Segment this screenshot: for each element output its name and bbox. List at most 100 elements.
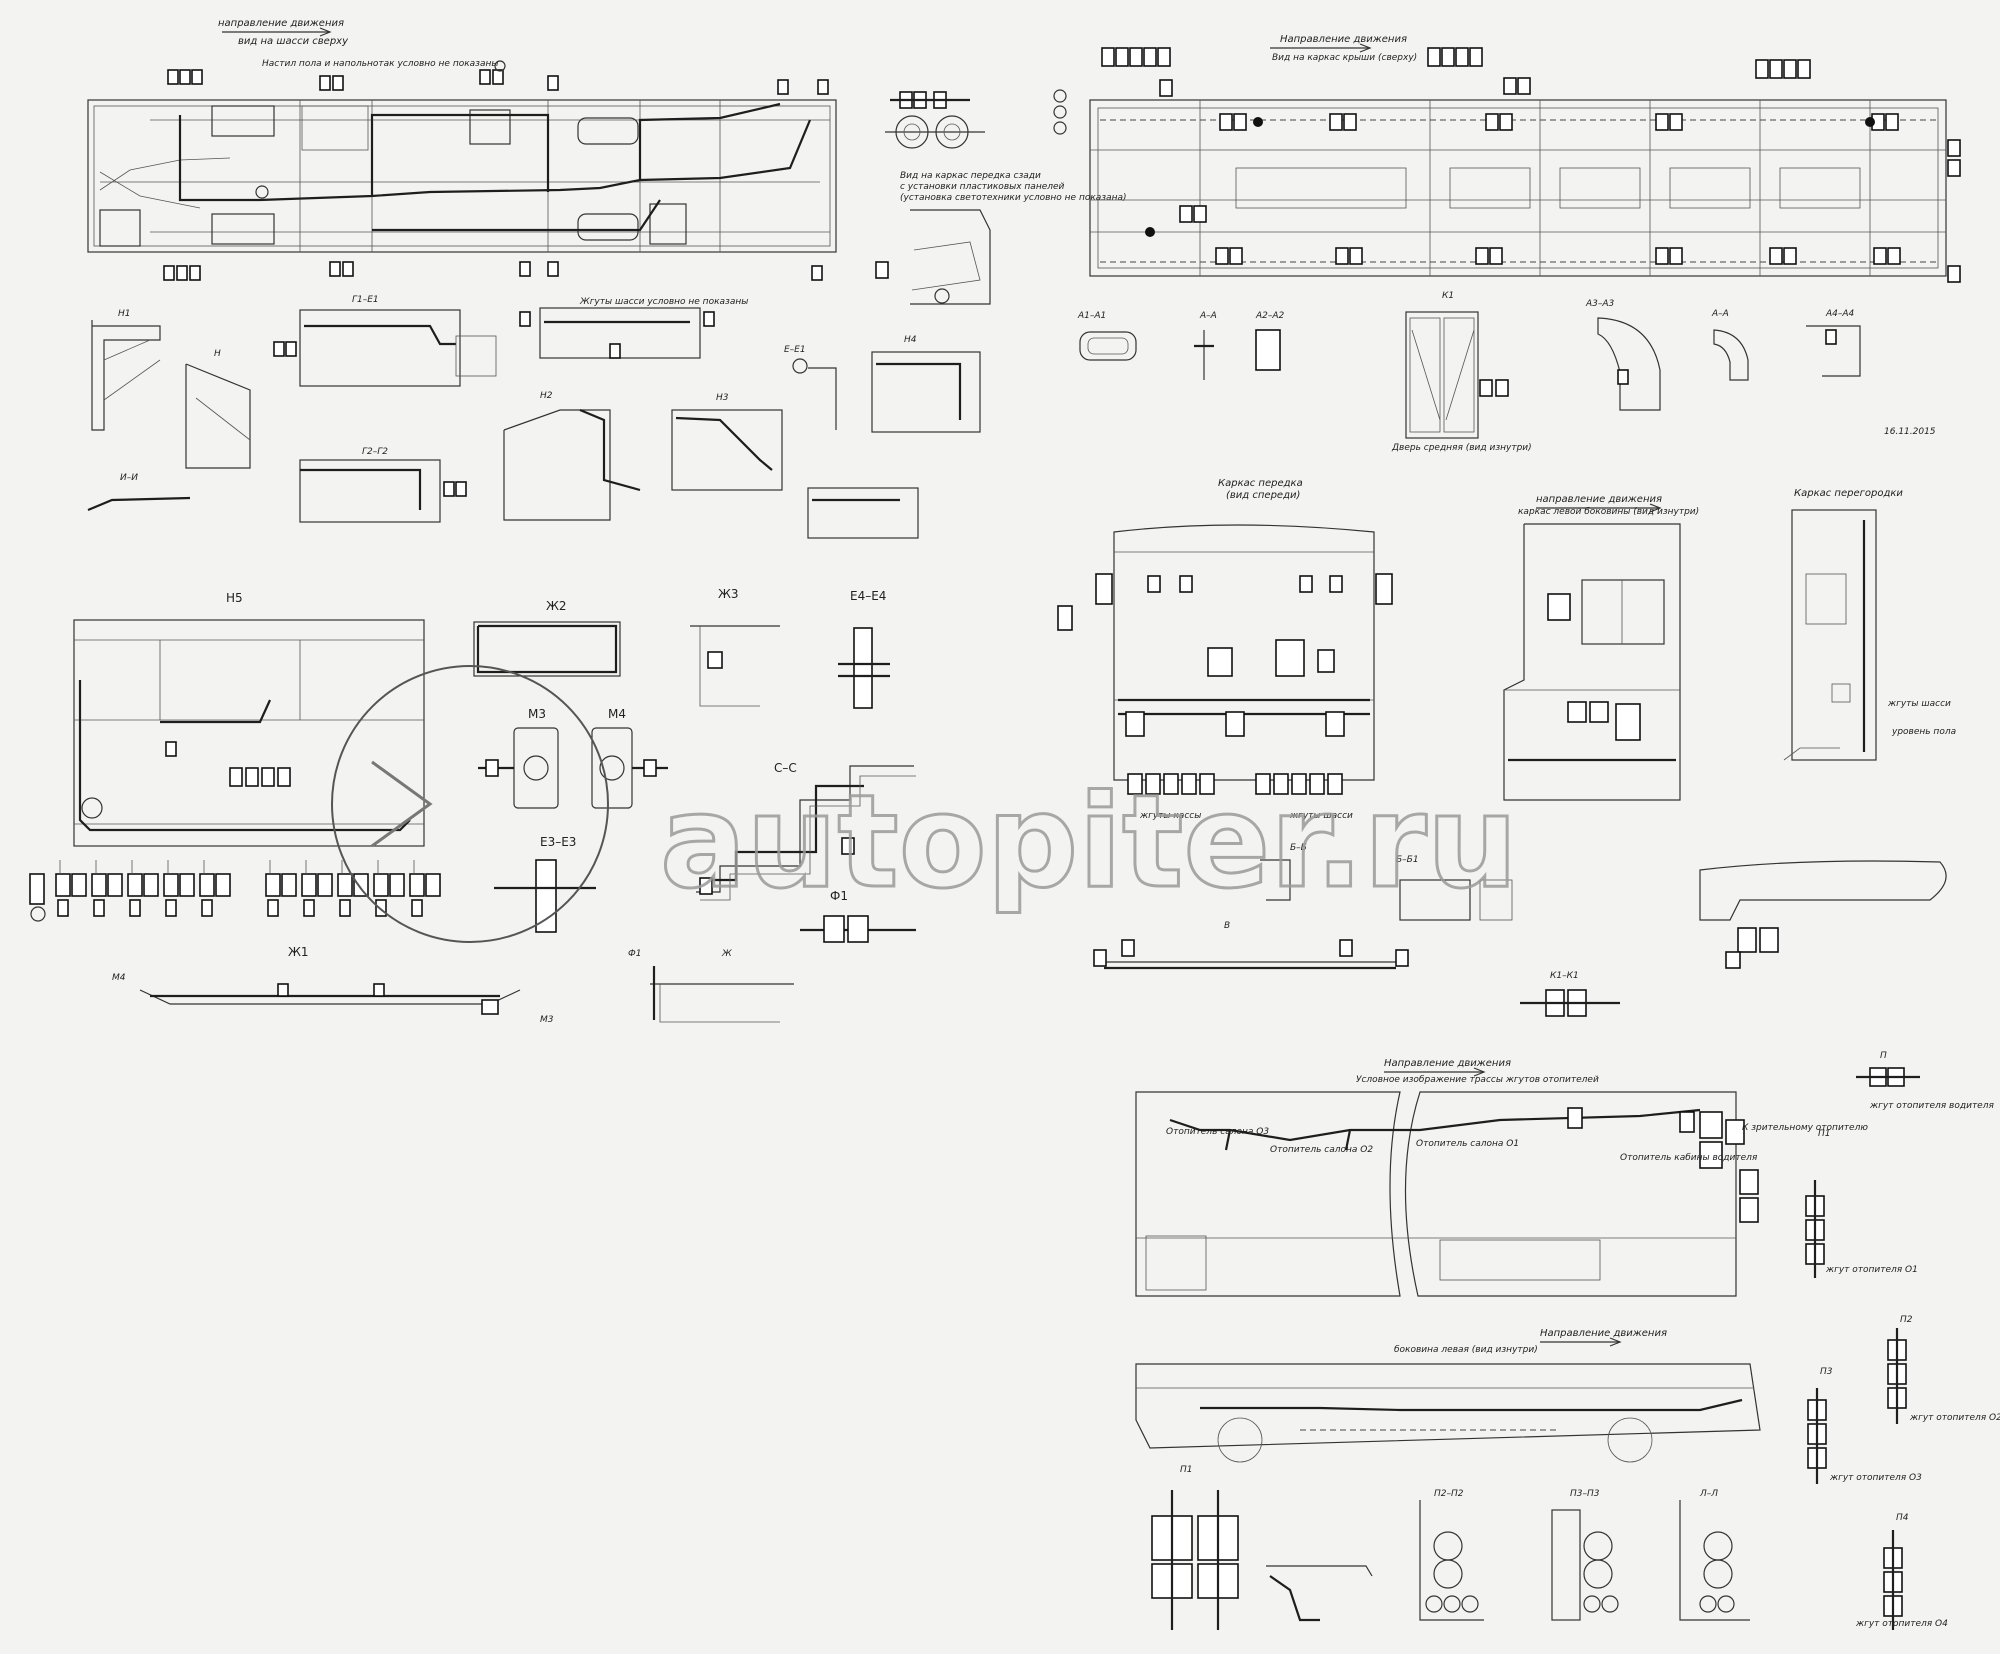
- group-p4: П4: [1896, 1513, 1909, 1523]
- label-bb1: Б–Б1: [1396, 855, 1419, 865]
- caption-o1: жгут отопителя О1: [1825, 1265, 1918, 1275]
- heater-harness-groups: П жгут отопителя водителя П1 жгут отопит…: [1805, 1051, 2000, 1630]
- svg-text:Н: Н: [214, 349, 221, 359]
- detail-zh2-zh3: Ж2 Ж3 Е4–Е4: [473, 587, 890, 709]
- sec-k1: К1: [1442, 291, 1454, 301]
- mid-right-details: Б–Б Б–Б1 В К1–К1: [1093, 843, 1947, 1017]
- detail-views-left: Н1 Н Г1–Е1 Жгуты шасси условно не показа…: [87, 295, 981, 539]
- heater-direction: Направление движения: [1384, 1058, 1511, 1069]
- roof-view-title: Вид на каркас крыши (сверху): [1272, 53, 1417, 63]
- label-e3e3: Е3–Е3: [540, 835, 576, 849]
- caption-o3: жгут отопителя О3: [1829, 1473, 1922, 1483]
- svg-text:Н4: Н4: [904, 335, 917, 345]
- section-cc: С–С: [696, 761, 916, 901]
- left-view-title: каркас левой боковины (вид изнутри): [1518, 507, 1699, 517]
- label-m4: М4: [608, 707, 626, 721]
- label-k1k1: К1–К1: [1550, 971, 1579, 981]
- group-p1: П1: [1818, 1129, 1831, 1139]
- label-h5: Н5: [226, 591, 243, 605]
- front-frame-note: Вид на каркас передка сзади с установки …: [875, 171, 1127, 305]
- heater-routing: Направление движения Условное изображени…: [1135, 1058, 1868, 1297]
- section-ii: И–И: [120, 473, 138, 483]
- partition-frame: Каркас перегородки жгуты шасси уровень п…: [1783, 488, 1956, 761]
- partition-chassis-harness: жгуты шасси: [1887, 699, 1951, 709]
- label-cc: С–С: [774, 761, 797, 775]
- label-e4e4: Е4–Е4: [850, 589, 886, 603]
- caption-o2: жгут отопителя О2: [1909, 1413, 2000, 1423]
- svg-text:Н3: Н3: [716, 393, 729, 403]
- label-f1b: Ф1: [628, 949, 641, 959]
- label-m3: М3: [528, 707, 546, 721]
- group-p3: П3: [1820, 1367, 1833, 1377]
- section-g2g2: Г2–Г2: [362, 447, 388, 457]
- heater-o3: Отопитель салона О3: [1166, 1127, 1269, 1137]
- sec-a3a3: А3–А3: [1585, 299, 1615, 309]
- section-g1e1: Г1–Е1: [352, 295, 379, 305]
- connector-cluster: [29, 860, 441, 922]
- bsec-p2p2: П2–П2: [1434, 1489, 1464, 1499]
- caption-o4: жгут отопителя О4: [1855, 1619, 1948, 1629]
- drawing-date: 16.11.2015: [1884, 427, 1936, 437]
- roof-sections: А1–А1 А–А А2–А2 К1 Дверь средняя (вид из…: [1077, 291, 1936, 453]
- chassis-note: Настил пола и напольнотак условно не пок…: [262, 59, 498, 69]
- door-caption: Дверь средняя (вид изнутри): [1391, 443, 1532, 453]
- label-v: В: [1224, 921, 1230, 931]
- left-side-interior: Направление движения боковина левая (вид…: [1135, 1328, 1761, 1463]
- frame-h5: Н5: [73, 591, 425, 847]
- label-zh: Ж: [721, 949, 732, 959]
- partition-floor-level: уровень пола: [1891, 727, 1956, 737]
- group-p2: П2: [1900, 1315, 1913, 1325]
- bsec-p1: П1: [1180, 1465, 1193, 1475]
- sec-a1a1: А1–А1: [1077, 311, 1106, 321]
- svg-text:Н2: Н2: [540, 391, 553, 401]
- chassis-top-view: направление движения вид на шасси сверху…: [87, 18, 837, 281]
- front-frame-title: Каркас передка: [1218, 478, 1303, 489]
- heater-o2: Отопитель салона О2: [1270, 1145, 1373, 1155]
- front-label-2: жгуты шасси: [1289, 811, 1353, 821]
- bottom-sections: П1 П2–П2 П3–П3 Л–Л: [1151, 1465, 1750, 1630]
- bsec-p3p3: П3–П3: [1570, 1489, 1600, 1499]
- detail-f1-zh: Ф1 Ж: [628, 949, 794, 1023]
- detail-m3-m4: М3 М4 Е3–Е3: [478, 707, 668, 933]
- front-note-line3: (установка светотехники условно не показ…: [900, 193, 1127, 203]
- group-p: П: [1880, 1051, 1887, 1061]
- sec-a4a4: А4–А4: [1825, 309, 1855, 319]
- section-ee1: Е–Е1: [784, 345, 806, 355]
- label-zh2: Ж2: [546, 599, 567, 613]
- svg-text:Н1: Н1: [118, 309, 131, 319]
- label-m3b: М3: [540, 1015, 554, 1025]
- caption-driver: жгут отопителя водителя: [1869, 1101, 1994, 1111]
- label-bb: Б–Б: [1290, 843, 1307, 853]
- sec-aa2: А–А: [1711, 309, 1729, 319]
- front-label-1: жгуты кассы: [1139, 811, 1201, 821]
- left-side-frame: направление движения каркас левой бокови…: [1503, 494, 1699, 801]
- detail-f1: Ф1: [800, 889, 916, 943]
- axle-sketch: [885, 91, 985, 149]
- label-m4b: М4: [112, 973, 126, 983]
- label-f1: Ф1: [830, 889, 848, 903]
- front-frame-view: Каркас передка (вид спереди) жгуты кассы…: [1057, 478, 1393, 821]
- partition-title: Каркас перегородки: [1794, 488, 1903, 499]
- heater-extra: К зрительному отопителю: [1742, 1123, 1868, 1133]
- sec-aa: А–А: [1199, 311, 1217, 321]
- roof-frame: Направление движения Вид на каркас крыши…: [1053, 34, 1961, 283]
- front-frame-sub: (вид спереди): [1226, 490, 1300, 501]
- front-note-line2: с установки пластиковых панелей: [900, 182, 1065, 192]
- detail-zh1-bar: Ж1 М4 М3: [112, 945, 554, 1025]
- front-note-line1: Вид на каркас передка сзади: [900, 171, 1041, 181]
- chassis-harness-note: Жгуты шасси условно не показаны: [579, 297, 748, 307]
- heater-title: Условное изображение трассы жгутов отопи…: [1356, 1075, 1599, 1085]
- watermark: autopiter.ru: [331, 665, 1519, 943]
- bsec-ll: Л–Л: [1699, 1489, 1718, 1499]
- direction-label: направление движения: [218, 18, 344, 29]
- sec-a2a2: А2–А2: [1255, 311, 1285, 321]
- heater-o1: Отопитель салона О1: [1416, 1139, 1519, 1149]
- side-view-title: боковина левая (вид изнутри): [1394, 1345, 1538, 1355]
- label-zh3: Ж3: [718, 587, 739, 601]
- chassis-view-title: вид на шасси сверху: [238, 36, 349, 47]
- heater-driver: Отопитель кабины водителя: [1620, 1153, 1758, 1163]
- left-direction: направление движения: [1536, 494, 1662, 505]
- label-zh1: Ж1: [288, 945, 309, 959]
- roof-direction: Направление движения: [1280, 34, 1407, 45]
